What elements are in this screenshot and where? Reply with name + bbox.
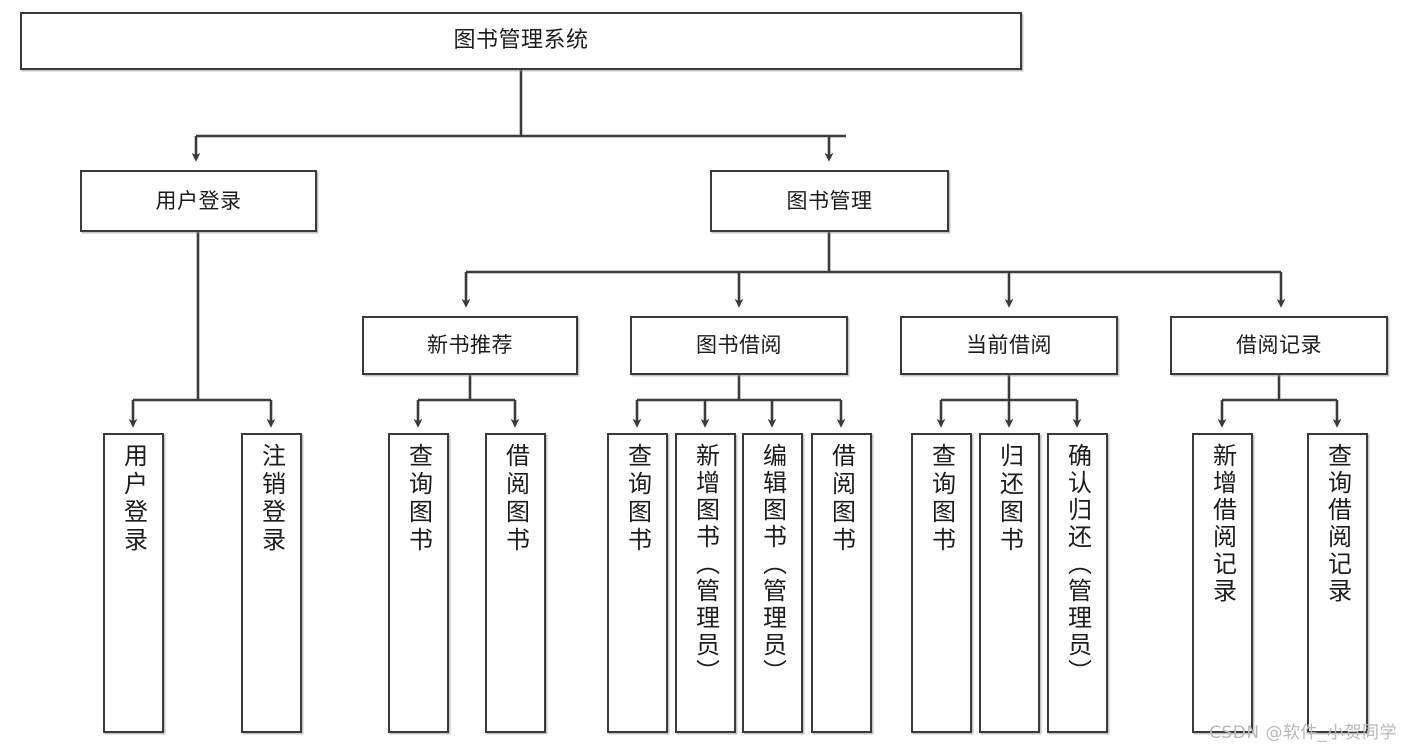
node-user-login[interactable]: 用户登录 (80, 170, 317, 232)
node-label: 用户登录 (119, 443, 148, 555)
node-book-management[interactable]: 图书管理 (710, 170, 949, 232)
node-label: 新增借阅记录 (1208, 443, 1237, 605)
node-label: 借阅记录 (1236, 333, 1322, 358)
node-label: 注销登录 (257, 443, 286, 555)
node-root-book-management-system[interactable]: 图书管理系统 (20, 12, 1022, 70)
node-label: 图书管理系统 (453, 28, 589, 54)
node-current-borrow[interactable]: 当前借阅 (900, 316, 1118, 375)
leaf-confirm-return-admin[interactable]: 确认归还（管理员） (1047, 433, 1108, 733)
node-label: 确认归还（管理员） (1063, 443, 1092, 686)
leaf-user-login[interactable]: 用户登录 (103, 433, 164, 733)
node-label: 图书管理 (786, 188, 873, 213)
leaf-borrow-book-new-recommend[interactable]: 借阅图书 (485, 433, 546, 733)
node-borrow-record[interactable]: 借阅记录 (1170, 316, 1388, 375)
leaf-return-book[interactable]: 归还图书 (979, 433, 1040, 733)
node-label: 查询借阅记录 (1323, 443, 1352, 605)
leaf-query-borrow-record[interactable]: 查询借阅记录 (1307, 433, 1368, 733)
node-label: 归还图书 (995, 443, 1024, 555)
node-label: 新增图书（管理员） (691, 443, 720, 686)
node-label: 借阅图书 (501, 443, 530, 555)
node-label: 查询图书 (404, 443, 433, 555)
leaf-query-book-new-recommend[interactable]: 查询图书 (388, 433, 449, 733)
leaf-edit-book-admin[interactable]: 编辑图书（管理员） (742, 433, 803, 733)
node-label: 借阅图书 (827, 443, 856, 555)
node-label: 当前借阅 (966, 333, 1052, 358)
node-label: 用户登录 (155, 188, 242, 213)
node-book-borrow[interactable]: 图书借阅 (630, 316, 848, 375)
node-label: 图书借阅 (696, 333, 782, 358)
leaf-query-book-borrow[interactable]: 查询图书 (607, 433, 668, 733)
node-label: 编辑图书（管理员） (758, 443, 787, 686)
node-label: 新书推荐 (427, 333, 513, 358)
node-label: 查询图书 (927, 443, 956, 555)
leaf-query-book-current[interactable]: 查询图书 (911, 433, 972, 733)
leaf-logout-login[interactable]: 注销登录 (241, 433, 302, 733)
leaf-add-book-admin[interactable]: 新增图书（管理员） (675, 433, 736, 733)
node-new-book-recommend[interactable]: 新书推荐 (362, 316, 578, 375)
node-label: 查询图书 (623, 443, 652, 555)
csdn-watermark: CSDN @软件_小贺同学 (1209, 723, 1397, 743)
leaf-add-borrow-record[interactable]: 新增借阅记录 (1192, 433, 1253, 733)
leaf-borrow-book-borrow[interactable]: 借阅图书 (811, 433, 872, 733)
